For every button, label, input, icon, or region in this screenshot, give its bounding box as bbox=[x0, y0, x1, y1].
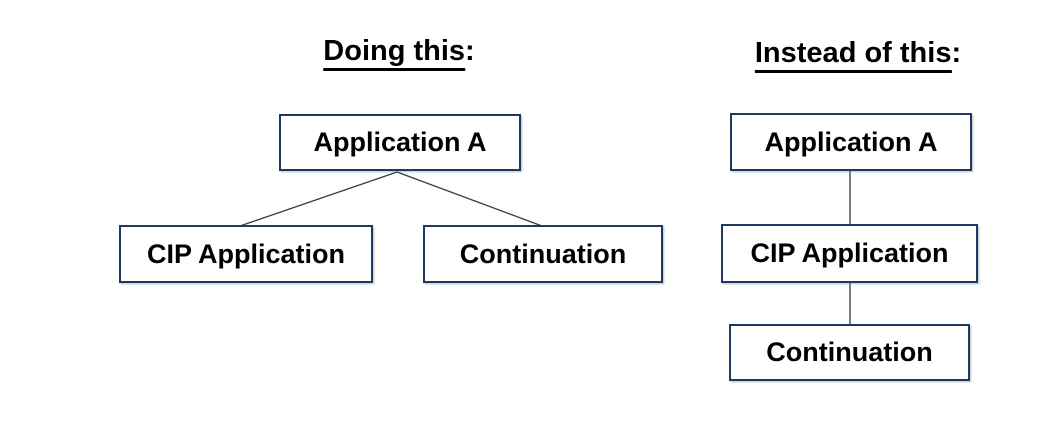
right-heading-colon: : bbox=[951, 37, 962, 69]
right-node-continuation-label: Continuation bbox=[766, 337, 933, 367]
right-node-application-a: Application A bbox=[730, 113, 972, 171]
left-node-continuation: Continuation bbox=[423, 225, 663, 283]
right-node-continuation: Continuation bbox=[729, 324, 970, 381]
left-branch-line-to-continuation bbox=[396, 171, 543, 227]
right-node-cip-application: CIP Application bbox=[721, 224, 978, 283]
right-heading-underlined-text: Instead of this bbox=[754, 37, 952, 73]
left-heading-colon: : bbox=[465, 35, 475, 67]
left-node-application-a: Application A bbox=[279, 114, 521, 171]
right-node-cip-application-label: CIP Application bbox=[750, 238, 949, 268]
left-node-application-a-label: Application A bbox=[313, 127, 487, 157]
left-diagram-heading: Doing this: bbox=[323, 35, 475, 71]
left-heading-underlined-text: Doing this bbox=[323, 35, 466, 71]
left-branch-line-to-cip bbox=[239, 171, 398, 227]
right-diagram-heading: Instead of this: bbox=[754, 37, 962, 73]
left-node-cip-application-label: CIP Application bbox=[146, 238, 346, 269]
left-node-continuation-label: Continuation bbox=[459, 238, 627, 269]
right-node-application-a-label: Application A bbox=[764, 126, 938, 157]
left-node-cip-application: CIP Application bbox=[119, 225, 373, 283]
